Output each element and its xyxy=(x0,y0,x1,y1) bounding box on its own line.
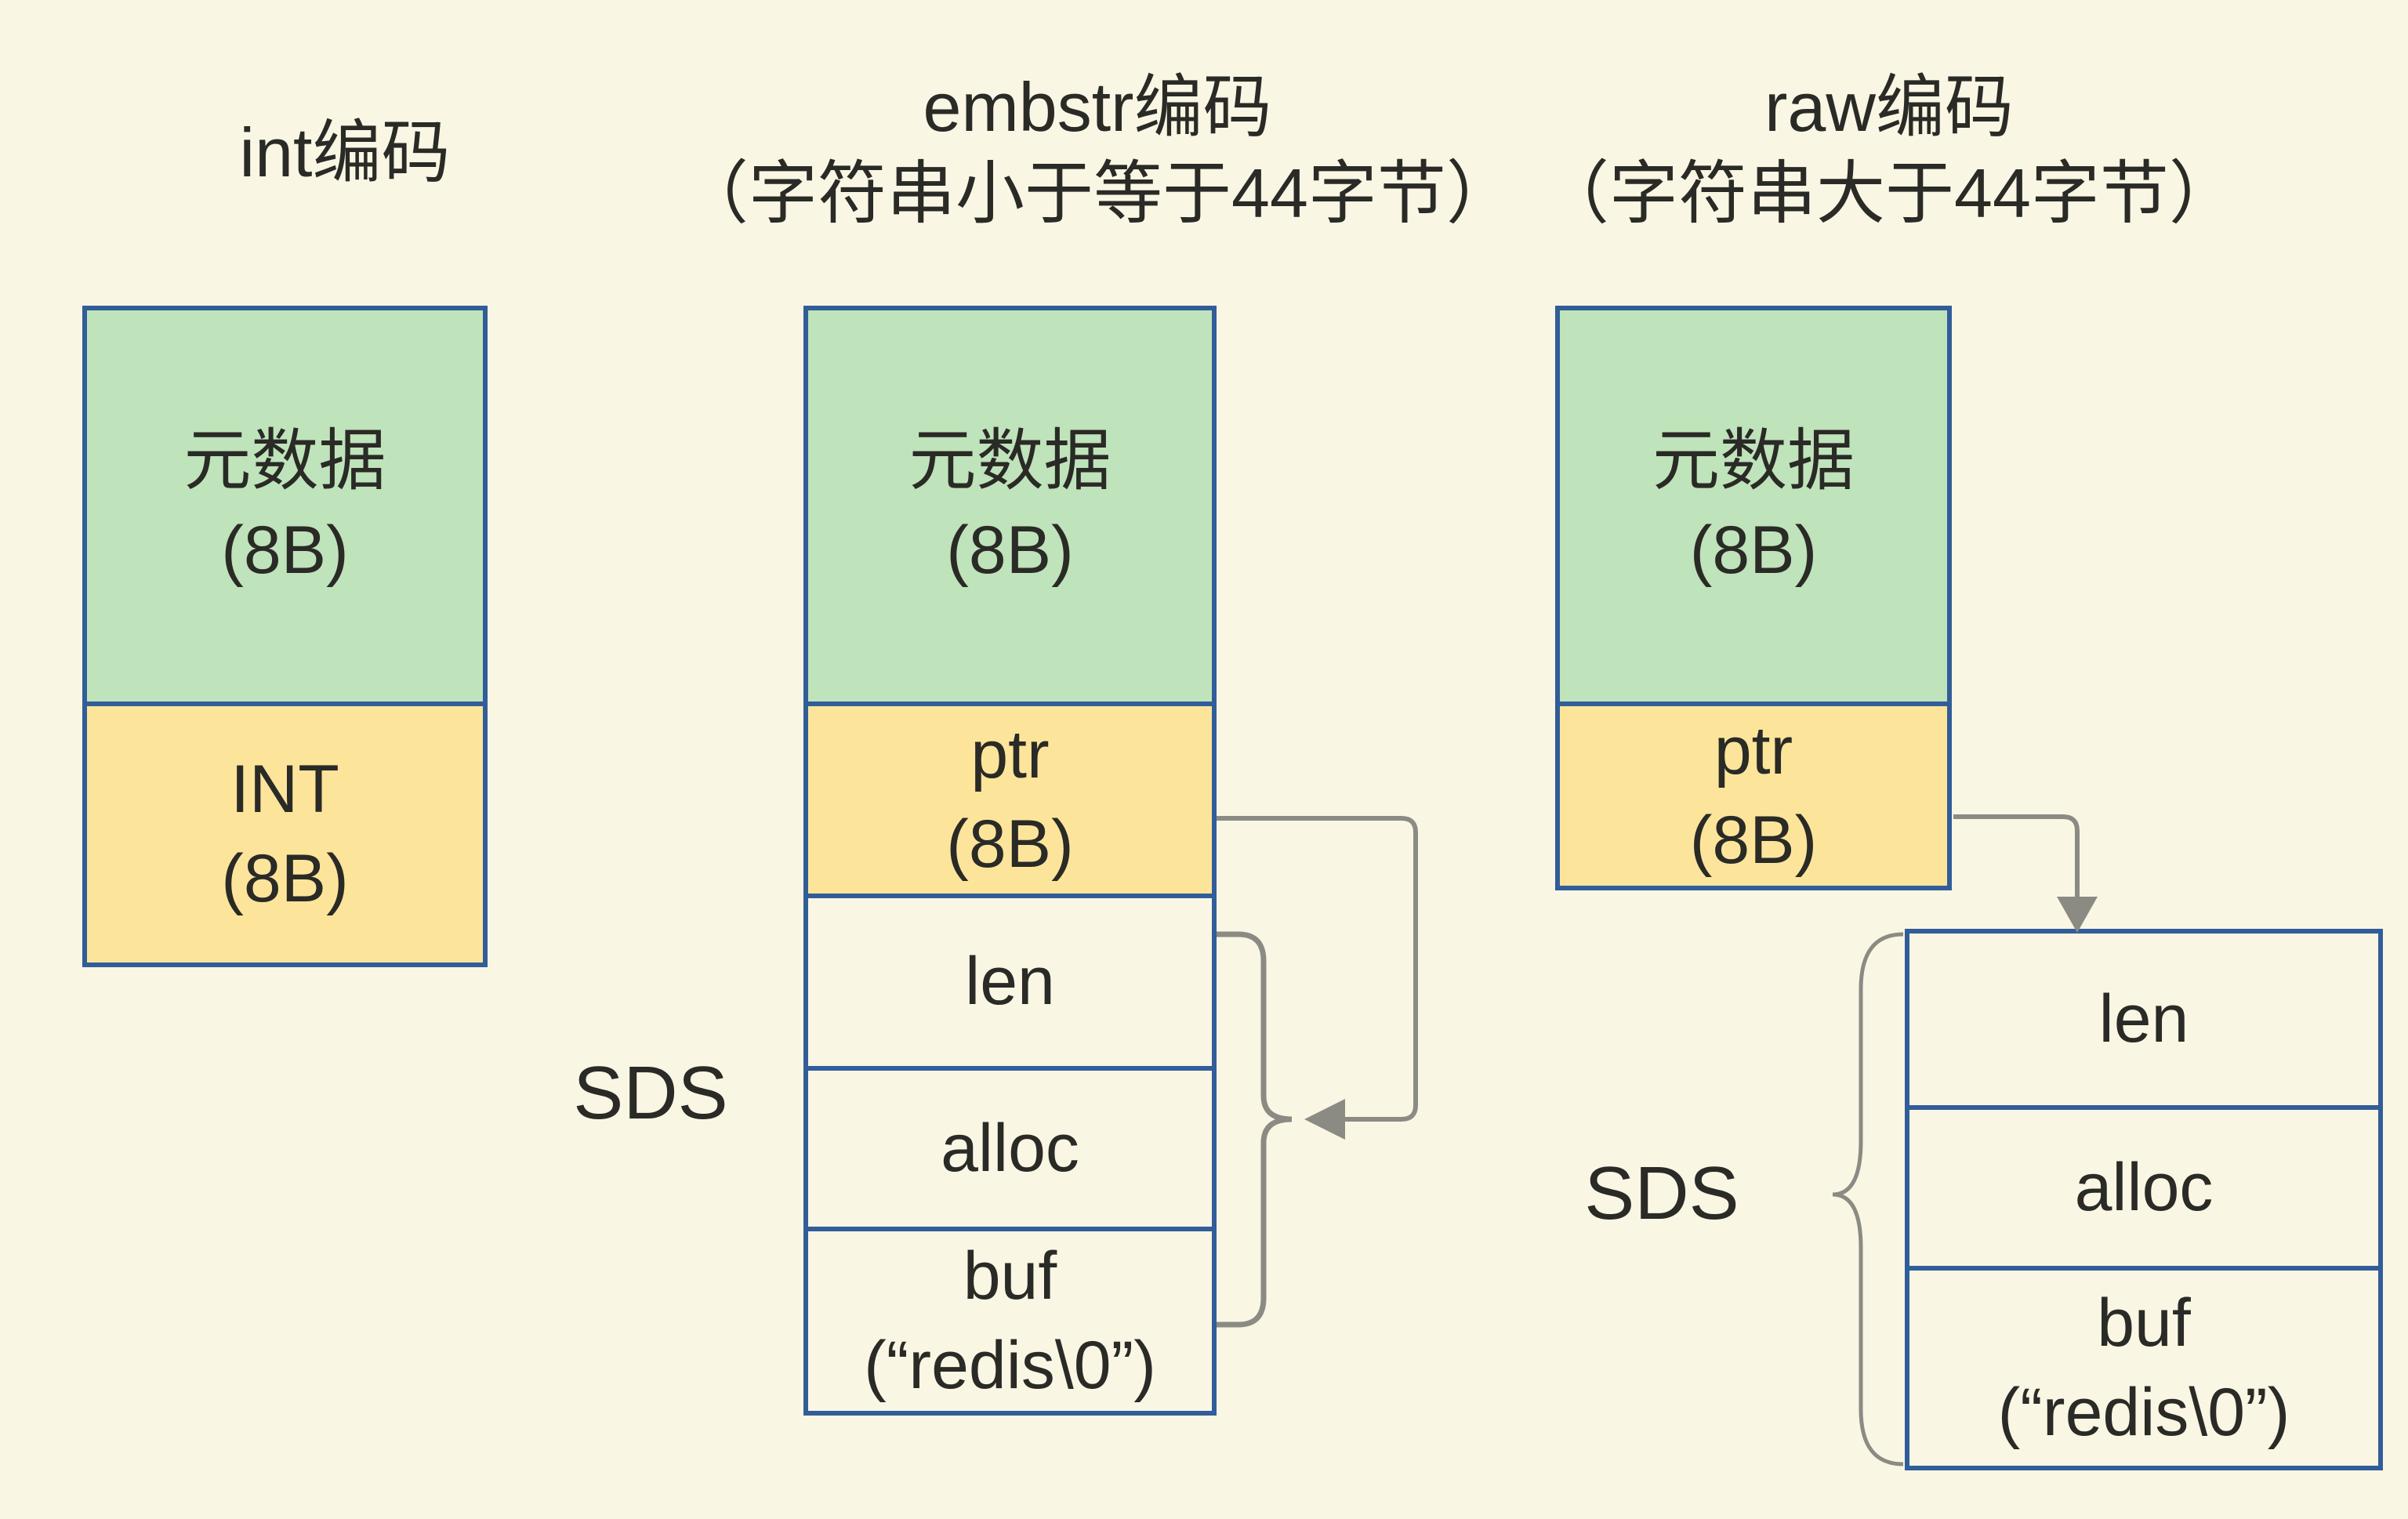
embstr-ptr-pointer-line xyxy=(1217,816,1418,1122)
raw-encoding-title: raw编码 （字符串大于44字节） xyxy=(1497,64,2281,237)
cell-label: 元数据 xyxy=(183,422,386,498)
title-line: raw编码 xyxy=(1764,68,2014,146)
embstr-len-cell: len xyxy=(803,894,1217,1071)
int-value-cell: INT (8B) xyxy=(82,701,488,967)
cell-sublabel: (8B) xyxy=(221,840,349,916)
int-metadata-cell: 元数据 (8B) xyxy=(82,306,488,706)
cell-label: ptr xyxy=(1714,712,1793,789)
title-line: int编码 xyxy=(239,114,451,191)
raw-sds-brace xyxy=(1832,932,1904,1466)
embstr-alloc-cell: alloc xyxy=(803,1066,1217,1231)
title-subtitle: （字符串小于等于44字节） xyxy=(680,154,1515,232)
title-subtitle: （字符串大于44字节） xyxy=(1540,154,2238,232)
embstr-object-box: 元数据 (8B) ptr (8B) len alloc buf (“redis\… xyxy=(803,306,1217,1416)
cell-sublabel: (“redis\0”) xyxy=(864,1327,1156,1403)
embstr-buf-cell: buf (“redis\0”) xyxy=(803,1227,1217,1416)
cell-label: ptr xyxy=(970,716,1050,792)
embstr-encoding-title: embstr编码 （字符串小于等于44字节） xyxy=(541,64,1654,237)
raw-object-box: 元数据 (8B) ptr (8B) xyxy=(1555,306,1952,890)
title-line: embstr编码 xyxy=(923,68,1272,146)
raw-sds-label: SDS xyxy=(1584,1151,1739,1235)
cell-label: len xyxy=(965,944,1055,1020)
raw-ptr-pointer-line xyxy=(1953,814,2080,898)
cell-sublabel: (“redis\0”) xyxy=(1997,1374,2290,1450)
cell-sublabel: (8B) xyxy=(1689,512,1818,588)
embstr-ptr-cell: ptr (8B) xyxy=(803,701,1217,898)
int-object-box: 元数据 (8B) INT (8B) xyxy=(82,306,488,967)
cell-sublabel: (8B) xyxy=(221,512,349,588)
raw-buf-cell: buf (“redis\0”) xyxy=(1905,1266,2383,1470)
cell-label: alloc xyxy=(2074,1149,2214,1225)
cell-label: buf xyxy=(2097,1285,2191,1361)
raw-len-cell: len xyxy=(1905,929,2383,1110)
cell-sublabel: (8B) xyxy=(946,512,1074,588)
cell-label: alloc xyxy=(941,1110,1079,1186)
raw-ptr-cell: ptr (8B) xyxy=(1555,701,1952,890)
embstr-sds-bracket xyxy=(1217,931,1293,1328)
cell-label: INT xyxy=(230,751,339,827)
raw-alloc-cell: alloc xyxy=(1905,1105,2383,1271)
cell-label: buf xyxy=(963,1238,1057,1314)
embstr-arrowhead-left-icon xyxy=(1304,1099,1345,1140)
cell-label: 元数据 xyxy=(1652,422,1855,498)
int-encoding-title: int编码 xyxy=(102,110,588,196)
raw-metadata-cell: 元数据 (8B) xyxy=(1555,306,1952,706)
cell-label: 元数据 xyxy=(908,422,1112,498)
raw-arrowhead-down-icon xyxy=(2057,897,2098,933)
cell-sublabel: (8B) xyxy=(1689,802,1818,878)
cell-sublabel: (8B) xyxy=(946,806,1074,882)
raw-sds-box: len alloc buf (“redis\0”) xyxy=(1905,929,2383,1470)
embstr-metadata-cell: 元数据 (8B) xyxy=(803,306,1217,706)
embstr-sds-label: SDS xyxy=(573,1051,728,1135)
cell-label: len xyxy=(2098,981,2189,1057)
